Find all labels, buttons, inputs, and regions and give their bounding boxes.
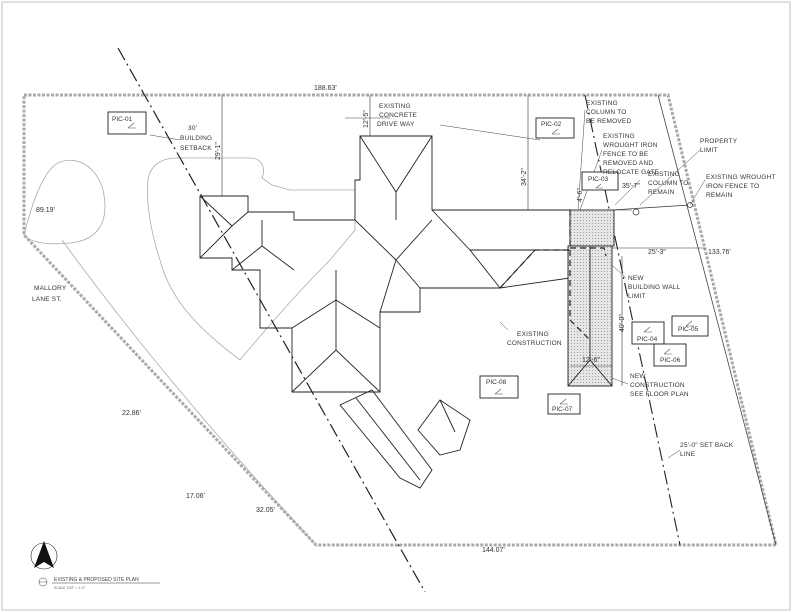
dim-40-0: 40'-0" <box>619 314 626 332</box>
street-curve <box>23 160 106 245</box>
setback-label-2: BUILDING <box>180 135 212 142</box>
street-name-line2: LANE ST. <box>32 296 62 303</box>
pic-boxes <box>107 111 709 415</box>
driveway-outline <box>147 157 356 361</box>
property-boundary <box>22 93 778 547</box>
dim-12-5: 12'-5" <box>363 110 370 128</box>
pic-05-label: PIC-05 <box>678 326 699 333</box>
camera-view-icons <box>127 122 694 405</box>
column-removed-1: EXISTING <box>586 100 618 107</box>
setback-line-2: LINE <box>680 451 696 458</box>
new-wall-3: LIMIT <box>628 293 646 300</box>
rear-setback-line <box>584 94 681 546</box>
setback-line-1: 25'-0" SET BACK <box>680 442 734 449</box>
sheet-title: EXISTING & PROPOSED SITE PLAN <box>54 577 139 583</box>
fence-removed-4: REMOVED AND <box>603 160 653 167</box>
fence-removed-5: RELOCATE GATE <box>603 169 660 176</box>
fence-removed-3: FENCE TO BE <box>603 151 649 158</box>
new-construction-hatch-top <box>569 209 615 247</box>
sheet-scale: SCALE 1/32" = 1'-0" <box>54 586 86 590</box>
new-construction-1: NEW <box>630 373 646 380</box>
property-dim-left: 89.19' <box>36 207 55 214</box>
column-removed-3: BE REMOVED <box>586 118 631 125</box>
fence-removed-2: WROUGHT IRON <box>603 142 658 149</box>
existing-construction-1: EXISTING <box>517 331 549 338</box>
property-limit-1: PROPERTY <box>700 138 738 145</box>
driveway-label-3: DRIVE WAY <box>377 121 415 128</box>
new-wall-2: BUILDING WALL <box>628 284 681 291</box>
pic-08-label: PIC-08 <box>486 379 507 386</box>
pic-01-label: PIC-01 <box>112 116 133 123</box>
existing-wing <box>339 389 471 489</box>
dimension-lines <box>221 95 706 386</box>
pic-02-box[interactable] <box>535 117 575 139</box>
curve-dim-c: 32.05' <box>256 507 275 514</box>
column-removed-2: COLUMN TO <box>586 109 627 116</box>
title-block <box>38 577 160 587</box>
fence-line <box>611 202 693 216</box>
new-wall-1: NEW <box>628 275 644 282</box>
pic-03-label: PIC-03 <box>588 176 609 183</box>
street-name-line1: MALLORY <box>34 285 67 292</box>
building-setback-line <box>117 47 426 593</box>
new-construction-2: CONSTRUCTION <box>630 382 685 389</box>
existing-construction-2: CONSTRUCTION <box>507 340 562 347</box>
demo-lines <box>499 210 607 341</box>
property-limit-2: LIMIT <box>700 147 718 154</box>
pic-04-label: PIC-04 <box>637 336 658 343</box>
pic-04-box[interactable] <box>631 321 665 345</box>
property-dim-top: 188.63' <box>314 85 337 92</box>
fence-removed-1: EXISTING <box>603 133 635 140</box>
leader-lines <box>149 109 706 459</box>
property-dim-bottom: 144.07' <box>482 547 505 554</box>
dim-4-6: 4'-6" <box>577 188 584 202</box>
pic-07-label: PIC-07 <box>552 406 573 413</box>
property-line-ext <box>657 94 777 546</box>
driveway-label-1: EXISTING <box>379 103 411 110</box>
curve-dim-b: 17.06' <box>186 493 205 500</box>
pic-06-label: PIC-06 <box>660 357 681 364</box>
existing-building <box>199 135 571 393</box>
pic-06-box[interactable] <box>653 343 687 367</box>
driveway-label-2: CONCRETE <box>379 112 418 119</box>
curve-dim-a: 22.86' <box>122 410 141 417</box>
pic-02-label: PIC-02 <box>541 121 562 128</box>
column-remain-3: REMAIN <box>648 189 675 196</box>
fence-remain-3: REMAIN <box>706 192 733 199</box>
dim-29-1: 29'-1" <box>215 142 222 160</box>
column-remain-1: EXISTING <box>648 171 680 178</box>
pic-03-box[interactable] <box>581 171 619 191</box>
pic-08-box[interactable] <box>479 375 519 399</box>
setback-label-3: SETBACK <box>180 145 212 152</box>
fence-remain-2: IRON FENCE TO <box>706 183 759 190</box>
dim-25-3: 25'-3" <box>648 249 666 256</box>
dim-34-2: 34'-2" <box>521 168 528 186</box>
pic-01-box[interactable] <box>107 111 147 135</box>
property-dim-right: 133.76' <box>708 249 731 256</box>
front-curve <box>61 239 317 546</box>
north-arrow-icon <box>30 541 58 570</box>
setback-label-1: 30' <box>188 125 197 132</box>
column-remain-2: COLUMN TO <box>648 180 689 187</box>
new-construction-3: SEE FLOOR PLAN <box>630 391 689 398</box>
dim-12-6: 12'-6" <box>582 357 600 364</box>
fence-remain-1: EXISTING WROUGHT <box>706 174 776 181</box>
dim-35-7: 35'-7" <box>622 183 640 190</box>
